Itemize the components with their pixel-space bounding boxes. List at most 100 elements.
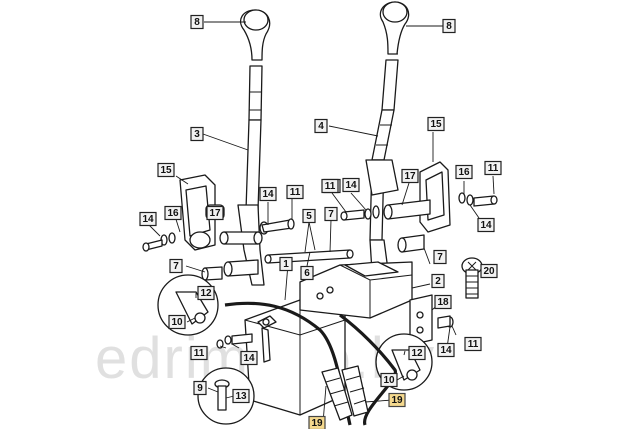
callout-18: 18 [434, 294, 452, 310]
callout-box [193, 380, 207, 396]
callout-number: 11 [290, 187, 301, 198]
callout-number: 5 [306, 211, 312, 222]
mounting-plate [299, 261, 433, 346]
callout-number: 12 [411, 348, 423, 359]
callout-number: 11 [468, 339, 479, 350]
callout-box [464, 336, 482, 352]
gear-housing [244, 299, 346, 416]
callout-box [300, 265, 314, 281]
callout-number: 19 [311, 418, 323, 429]
detail-circle-bottom [197, 367, 255, 425]
callout-box [434, 294, 452, 310]
callout-16: 16 [164, 205, 182, 221]
callout-box [437, 342, 455, 358]
callout-number: 14 [480, 220, 492, 231]
callout-10: 10 [168, 314, 186, 330]
callout-number: 1 [283, 259, 289, 270]
callout-11: 11 [286, 184, 304, 200]
callout-box [232, 388, 250, 404]
callout-6: 6 [300, 265, 314, 281]
callout-box [164, 205, 182, 221]
callout-box [190, 345, 208, 361]
callout-number: 15 [430, 119, 442, 130]
callout-1: 1 [279, 256, 293, 272]
callout-box [477, 217, 495, 233]
callout-box [259, 186, 277, 202]
callout-3: 3 [190, 126, 204, 142]
callout-7: 7 [169, 258, 183, 274]
callout-number: 7 [328, 209, 334, 220]
callout-box [168, 314, 186, 330]
callout-8: 8 [442, 18, 456, 34]
callout-11: 11 [321, 178, 339, 194]
callout-number: 18 [437, 297, 449, 308]
callout-number: 15 [160, 165, 172, 176]
callout-number: 14 [142, 214, 154, 225]
right-bracket-assembly [340, 161, 498, 253]
callout-14: 14 [240, 350, 258, 366]
callout-number: 14 [243, 353, 255, 364]
callout-box [321, 178, 339, 194]
left-shift-lever [237, 9, 271, 286]
callout-10: 10 [380, 372, 398, 388]
callout-number: 16 [167, 208, 179, 219]
callout-8: 8 [190, 14, 204, 30]
callout-number: 17 [209, 208, 221, 219]
callout-number: 11 [488, 163, 499, 174]
callout-15: 15 [427, 116, 445, 132]
right-handle-knob [382, 1, 408, 23]
callout-number: 14 [262, 189, 274, 200]
callout-number: 8 [194, 17, 200, 28]
callout-number: 4 [318, 121, 324, 132]
callout-12: 12 [197, 285, 215, 301]
callout-number: 17 [404, 171, 416, 182]
shift-cables [224, 301, 397, 426]
callout-box [427, 116, 445, 132]
callout-7: 7 [324, 206, 338, 222]
callout-number: 19 [391, 395, 403, 406]
callout-4: 4 [314, 118, 328, 134]
callout-5: 5 [302, 208, 316, 224]
callout-number: 12 [200, 288, 212, 299]
lower-bolts [216, 315, 454, 349]
callout-box [401, 168, 419, 184]
callout-14: 14 [139, 211, 157, 227]
callout-box [314, 118, 328, 134]
callout-box [484, 160, 502, 176]
callout-number: 3 [194, 129, 200, 140]
callout-box [442, 18, 456, 34]
callout-labels: 8 8 3 4 15 15 16 17 14 11 14 11 11 14 17 16 11 14 7 5 7 7 16 2 2… [139, 14, 502, 429]
callout-16: 16 [455, 164, 473, 180]
callout-11: 11 [484, 160, 502, 176]
callout-box [408, 345, 426, 361]
callout-19: 19 [308, 415, 326, 429]
right-shift-lever [365, 1, 410, 273]
callout-14: 14 [259, 186, 277, 202]
callout-number: 11 [325, 181, 336, 192]
detail-circle-left [157, 274, 219, 336]
callout-number: 8 [446, 21, 452, 32]
callout-number: 9 [197, 383, 203, 394]
callout-14: 14 [342, 177, 360, 193]
callout-number: 2 [435, 276, 441, 287]
callout-box [240, 350, 258, 366]
callout-box [388, 392, 406, 408]
callout-11: 11 [190, 345, 208, 361]
callout-box [380, 372, 398, 388]
callout-box [480, 263, 498, 279]
callout-11: 11 [464, 336, 482, 352]
callout-20: 20 [480, 263, 498, 279]
callout-box [157, 162, 175, 178]
callout-number: 11 [194, 348, 205, 359]
callout-box [302, 208, 316, 224]
callout-box [286, 184, 304, 200]
left-handle-knob [243, 9, 269, 31]
callout-box [324, 206, 338, 222]
callout-19: 19 [388, 392, 406, 408]
callout-7: 7 [433, 249, 447, 265]
callout-number: 10 [171, 317, 183, 328]
callout-box [190, 14, 204, 30]
callout-number: 7 [173, 261, 179, 272]
callout-17: 17 [206, 205, 224, 221]
